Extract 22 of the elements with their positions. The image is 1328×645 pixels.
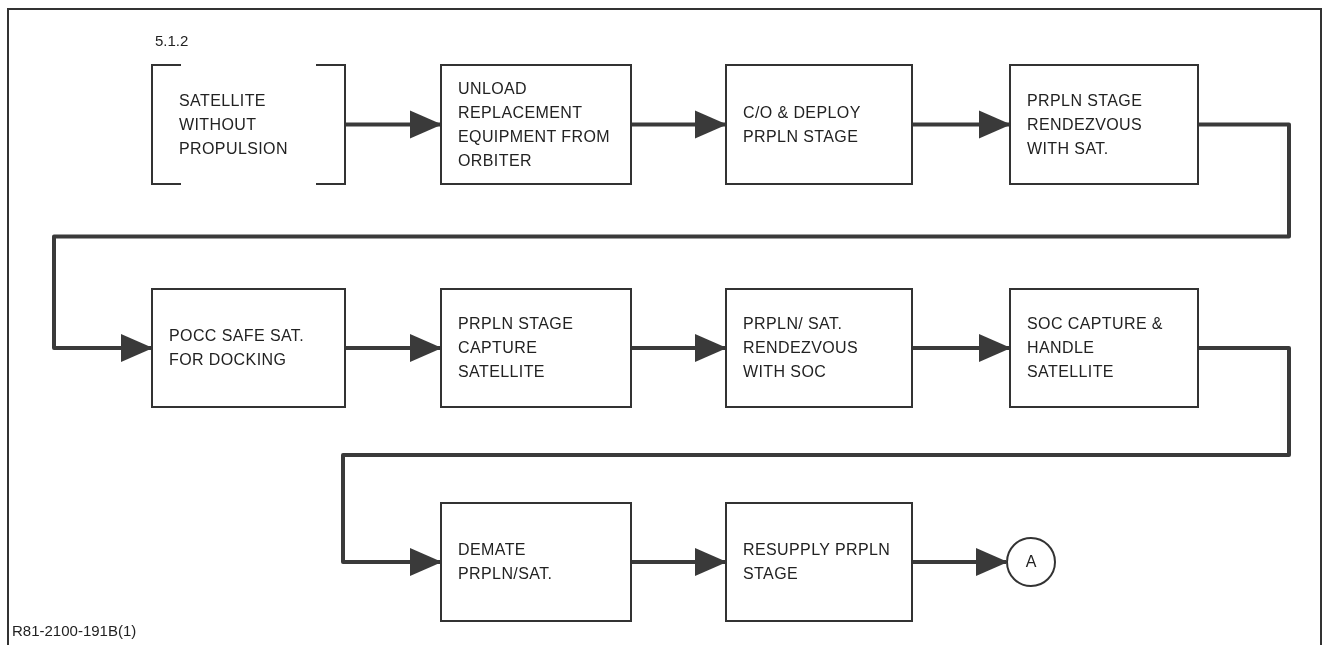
arrow	[632, 110, 727, 139]
arrow	[341, 346, 1291, 576]
process-box: PRPLN/ SAT. RENDEZVOUS WITH SOC	[725, 288, 913, 408]
process-box: RESUPPLY PRPLN STAGE	[725, 502, 913, 622]
arrow	[52, 122, 1291, 362]
process-box: PRPLN STAGE RENDEZVOUS WITH SAT.	[1009, 64, 1199, 185]
process-box: POCC SAFE SAT. FOR DOCKING	[151, 288, 346, 408]
process-box: C/O & DEPLOY PRPLN STAGE	[725, 64, 913, 185]
arrow	[346, 110, 442, 139]
arrow	[913, 548, 1008, 576]
arrow	[913, 334, 1011, 362]
bracketed-label: SATELLITE WITHOUT PROPULSION	[151, 64, 346, 185]
arrow	[913, 110, 1011, 139]
arrow	[632, 548, 727, 576]
process-box: DEMATE PRPLN/SAT.	[440, 502, 632, 622]
arrow	[632, 334, 727, 362]
process-box: PRPLN STAGE CAPTURE SATELLITE	[440, 288, 632, 408]
figure-id: R81-2100-191B(1)	[12, 621, 137, 641]
process-box: SOC CAPTURE & HANDLE SATELLITE	[1009, 288, 1199, 408]
section-number: 5.1.2	[155, 31, 189, 51]
process-box: UNLOAD REPLACEMENT EQUIPMENT FROM ORBITER	[440, 64, 632, 185]
arrow	[346, 334, 442, 362]
